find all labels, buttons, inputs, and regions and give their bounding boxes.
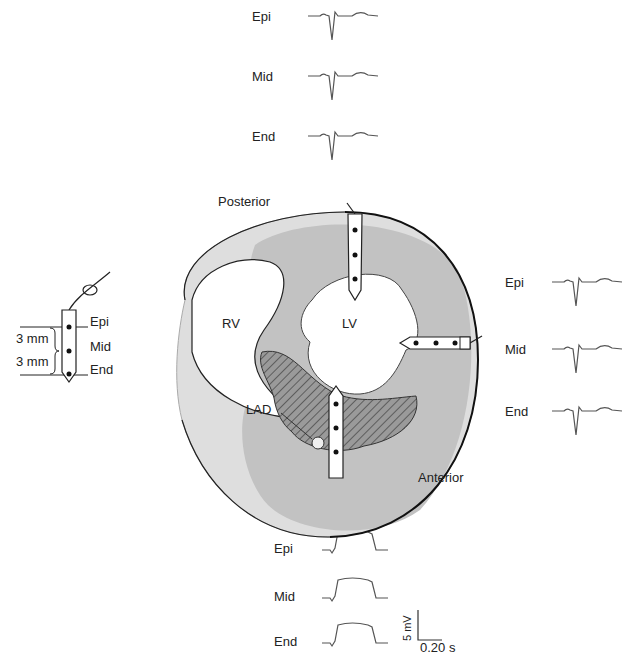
layer-label: End (90, 362, 113, 377)
scale-label: 5 mV (400, 615, 415, 641)
electrogram-trace (308, 132, 378, 160)
layer-label: Epi (505, 275, 524, 290)
scale-label: 0.20 s (420, 640, 455, 655)
electrogram-trace (552, 407, 622, 435)
vessel-label: LAD (246, 402, 271, 417)
scale-bar (418, 610, 442, 640)
chamber-label: LV (342, 316, 357, 331)
leader-line (281, 413, 312, 439)
layer-label: End (505, 404, 528, 419)
dimension-label: 3 mm (16, 354, 49, 369)
electrode (347, 203, 362, 300)
lad-vessel (312, 437, 324, 449)
region-label: Posterior (218, 194, 270, 209)
electrogram-trace (322, 623, 388, 646)
region-label: Anterior (418, 470, 464, 485)
layer-label: Epi (90, 314, 109, 329)
electrogram-trace (308, 72, 378, 100)
electrogram-trace (552, 278, 622, 306)
layer-label: Epi (252, 9, 271, 24)
chamber-label: RV (222, 316, 240, 331)
electrode (400, 336, 482, 349)
layer-label: Mid (505, 342, 526, 357)
layer-label: Mid (274, 589, 295, 604)
layer-label: Mid (90, 339, 111, 354)
layer-label: Epi (274, 541, 293, 556)
electrogram-trace (322, 578, 388, 601)
layer-label: End (274, 634, 297, 649)
dimension-label: 3 mm (16, 331, 49, 346)
layer-label: Mid (252, 69, 273, 84)
layer-label: End (252, 129, 275, 144)
electrogram-trace (308, 12, 378, 40)
electrogram-trace (552, 345, 622, 373)
electrode (329, 386, 343, 478)
heart-outline (177, 212, 478, 537)
